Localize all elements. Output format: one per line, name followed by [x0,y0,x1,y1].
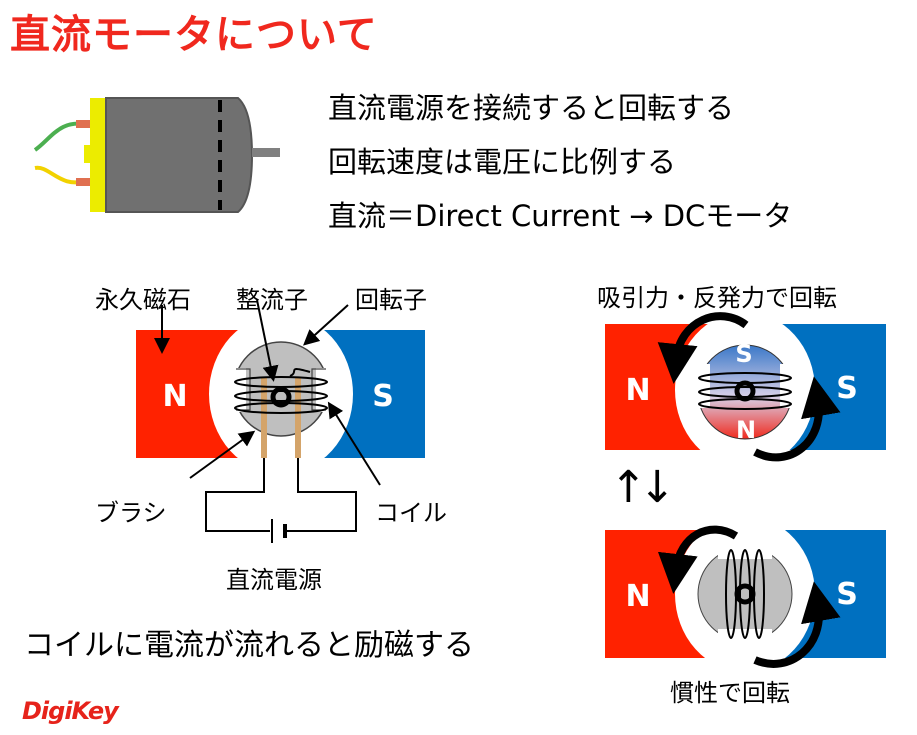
rotation-arrow-bottom [753,376,841,462]
commutator [270,386,292,408]
motor-cross-section: N S [136,299,425,543]
brush-left [261,378,267,458]
bottom-caption: コイルに電流が流れると励磁する [24,628,474,663]
pole-n-label: N [625,579,650,614]
rotor-pole-s: S [735,340,752,368]
pole-s-label: S [372,379,394,414]
digikey-logo: DigiKey [22,697,119,725]
label-rotor: 回転子 [355,286,427,314]
pole-s-label: S [836,371,858,406]
rotor-pole-n: N [736,416,756,444]
attraction-repulsion-diagram: S N N S [605,312,886,468]
bullet-1: 直流電源を接続すると回転する [328,91,735,125]
circuit-wires [205,458,357,543]
up-down-arrows-icon: ↑↓ [610,462,676,513]
bullet-2: 回転速度は電圧に比例する [328,145,677,179]
inertia-diagram: N S [605,516,886,672]
pole-n-label: N [162,379,187,414]
bullet-3: 直流＝Direct Current → DCモータ [328,199,793,233]
rotation-arrow-top [657,312,749,384]
pole-s-label: S [836,577,858,612]
label-inertia: 慣性で回転 [670,679,790,707]
page-title: 直流モータについて [10,12,378,58]
label-coil: コイル [375,499,447,527]
label-commutator: 整流子 [236,286,308,314]
motor-illustration [33,97,280,213]
label-attraction-repulsion: 吸引力・反発力で回転 [597,284,837,312]
label-dc-source: 直流電源 [226,566,322,594]
brush-right [295,378,301,458]
label-brush: ブラシ [95,499,167,527]
pole-n-label: N [625,373,650,408]
label-permanent-magnet: 永久磁石 [95,286,191,314]
